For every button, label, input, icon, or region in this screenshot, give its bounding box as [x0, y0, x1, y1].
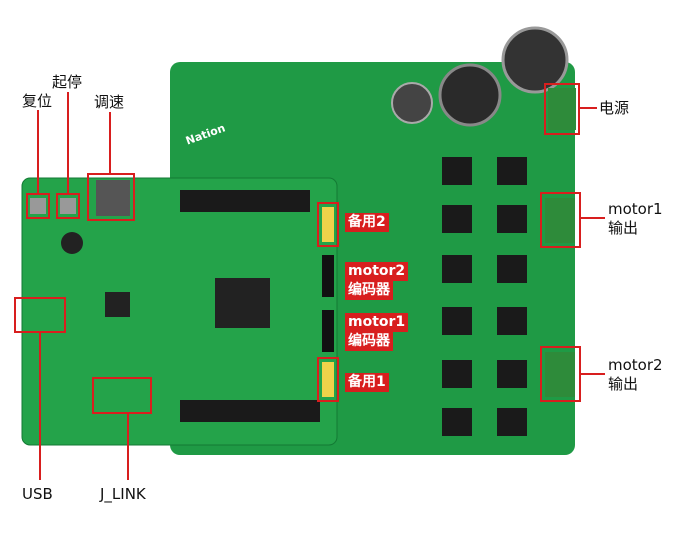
capacitor: [391, 82, 433, 124]
motor1-encoder-tag-2: 编码器: [345, 332, 393, 351]
speed-label: 调速: [94, 93, 125, 111]
header-top: [180, 190, 310, 212]
motor2-encoder-tag: motor2: [345, 262, 409, 281]
power-label: 电源: [599, 99, 630, 117]
chip: [105, 292, 130, 317]
spare2-tag: 备用2: [345, 213, 389, 232]
header-bottom: [180, 400, 320, 422]
motor2-output-label: motor2: [608, 356, 663, 374]
mcu-chip: [215, 278, 270, 328]
reset-label: 复位: [22, 92, 53, 110]
motor2-encoder-tag-2: 编码器: [345, 281, 393, 300]
motor1-output-label: motor1: [608, 200, 663, 218]
motor2-terminal: [545, 352, 575, 397]
spare2-header: [322, 207, 334, 242]
motor1-encoder-header: [322, 310, 334, 352]
motor1-encoder-tag: motor1: [345, 313, 409, 332]
speed-potentiometer: [96, 180, 130, 216]
startstop-label: 起停: [52, 73, 83, 91]
motor2-output-label-2: 输出: [608, 375, 639, 393]
usb-label: USB: [22, 485, 53, 503]
annotation-boxes: [14, 83, 605, 480]
motor2-encoder-header: [322, 255, 334, 297]
mosfet-array: [442, 157, 527, 436]
motor1-terminal: [545, 198, 575, 243]
power-terminal: [548, 88, 576, 130]
spare1-tag: 备用1: [345, 373, 389, 392]
motor1-output-label-2: 输出: [608, 219, 639, 237]
startstop-button: [60, 198, 76, 214]
spare1-header: [322, 362, 334, 397]
reset-button: [30, 198, 46, 214]
jlink-label: J_LINK: [100, 485, 146, 503]
capacitor: [438, 63, 502, 127]
capacitor: [501, 26, 569, 94]
capacitor: [61, 232, 83, 254]
